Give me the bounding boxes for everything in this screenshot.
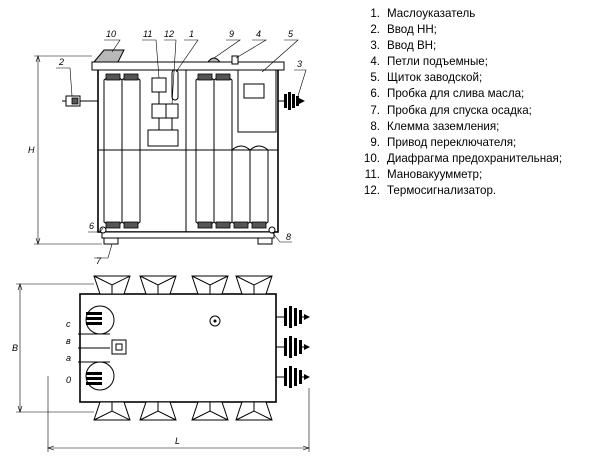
radiators-top (93, 275, 273, 421)
callout-2: 2 (58, 57, 64, 67)
tank-cover (91, 61, 285, 71)
dim-label-b: B (12, 343, 18, 353)
callout-1: 1 (189, 29, 194, 39)
hv-bushings-top (276, 306, 310, 388)
callout-9: 9 (229, 29, 234, 39)
legend-item: 10.Диафрагма предохранительная; (363, 151, 563, 165)
callout-3: 3 (297, 59, 302, 69)
legend-item: 1.Маслоуказатель (370, 7, 476, 20)
dim-width (16, 283, 94, 413)
pressure-gauge (151, 77, 167, 130)
legend-item: 12.Термосигнализатор. (363, 184, 497, 198)
legend-item: 8.Клемма заземления; (370, 119, 500, 133)
dim-label-h: H (28, 145, 35, 155)
phase-label-b: в (66, 336, 71, 346)
labels-top: B L c в a 0 (12, 319, 180, 446)
factory-plate-box (237, 69, 277, 133)
legend-item: 7.Пробка для спуска осадка; (370, 103, 532, 117)
legend-item: 4.Петли подъемные; (370, 55, 488, 69)
front-view (34, 39, 307, 259)
callout-12: 12 (164, 29, 174, 39)
legend-item: 6.Пробка для слива масла; (370, 87, 525, 101)
radiator-right (195, 73, 269, 229)
dim-height (34, 55, 102, 245)
base-frame (101, 231, 275, 239)
switch-drive (206, 57, 222, 63)
phase-label-0: 0 (66, 375, 71, 385)
dim-length (47, 376, 310, 452)
legend-list: 1.Маслоуказатель 2.Ввод НН; 3.Ввод ВН; 4… (358, 6, 562, 199)
radiator-left (103, 73, 141, 229)
lv-bushings-top (78, 305, 127, 391)
legend-item: 3.Ввод ВН; (370, 39, 437, 53)
lifting-loop (231, 55, 239, 65)
lv-bushing-front (62, 95, 98, 107)
dim-label-l: L (175, 436, 180, 446)
callout-6: 6 (89, 221, 94, 231)
callout-7: 7 (96, 256, 102, 266)
leader-lines (56, 39, 307, 259)
callout-5: 5 (288, 29, 294, 39)
legend-item: 5.Щиток заводской; (370, 71, 483, 85)
legend-item: 11.Мановакуумметр; (364, 167, 483, 181)
callout-8: 8 (286, 232, 291, 242)
callouts-front: 10 11 12 1 9 4 5 2 3 6 7 8 H (28, 29, 302, 266)
callout-4: 4 (256, 29, 261, 39)
phase-label-c: c (66, 319, 71, 329)
phase-label-a: a (66, 353, 71, 363)
callout-10: 10 (106, 29, 116, 39)
callout-11: 11 (143, 29, 152, 39)
legend-item: 2.Ввод НН; (370, 23, 437, 37)
legend-item: 9.Привод переключателя; (370, 135, 517, 149)
top-view (16, 275, 310, 452)
switch-box (147, 129, 179, 147)
hv-bushing-front (278, 92, 305, 110)
relief-diaphragm (92, 49, 125, 63)
